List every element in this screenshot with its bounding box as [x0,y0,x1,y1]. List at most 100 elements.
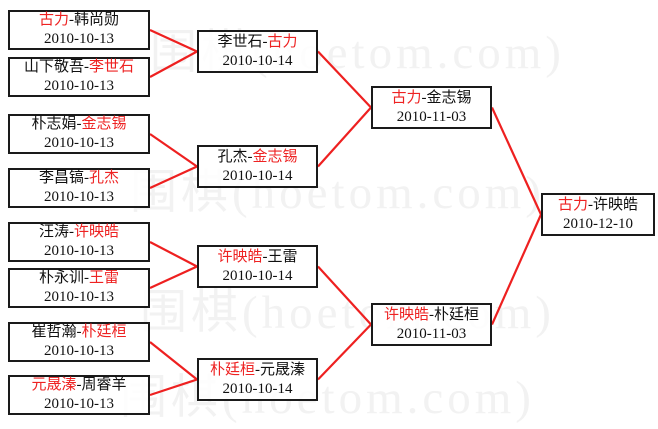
player-winner: 金志锡 [81,116,127,132]
player-separator: - [69,12,74,28]
match-players: 朴永训-王雷 [39,269,119,288]
watermark-line: 围棋(hoetom.com) [120,372,535,424]
player-loser: 崔哲瀚 [31,324,77,340]
match-box-sf1[interactable]: 古力-金志锡 2010-11-03 [371,86,492,129]
player-separator: - [76,116,82,132]
player-separator: - [429,306,434,323]
match-players: 朴志娟-金志锡 [31,115,126,134]
connector-r1m8-to-r2m4 [149,378,198,397]
connector-r2m3-to-sf2 [317,265,372,326]
match-players: 李世石-古力 [217,33,297,52]
connector-r1m4-to-r2m2 [149,165,198,190]
player-loser: 李世石 [217,33,263,50]
match-players: 李昌镐-孔杰 [39,169,119,188]
match-date: 2010-10-14 [222,52,293,69]
connector-r1m5-to-r2m3 [149,241,198,268]
match-date: 2010-10-14 [222,267,293,284]
player-separator: - [76,324,82,340]
connector-sf1-to-f1 [490,107,543,215]
connector-r1m7-to-r2m4 [149,341,198,381]
player-separator: - [69,224,74,240]
match-date: 2010-10-13 [44,78,114,94]
player-separator: - [262,33,268,50]
match-players: 朴廷桓-元晟溱 [210,361,305,380]
match-date: 2010-12-10 [563,215,633,232]
match-players: 元晟溱-周睿羊 [31,376,126,395]
player-loser: 汪涛 [38,224,69,240]
player-winner: 许映皓 [74,224,120,240]
match-date: 2010-10-14 [222,167,293,184]
watermark-line: 围棋(hoetom.com) [140,287,555,339]
player-winner: 古力 [557,196,588,213]
player-loser: 韩尚勋 [74,12,120,28]
match-date: 2010-10-13 [44,31,114,47]
match-players: 古力-韩尚勋 [39,11,119,30]
player-loser: 周睿羊 [81,377,127,393]
match-players: 古力-许映皓 [558,196,638,215]
player-winner: 孔杰 [89,170,120,186]
player-loser: 元晟溱 [260,361,306,378]
player-separator: - [421,89,427,106]
player-winner: 许映皓 [383,306,429,323]
match-date: 2010-10-13 [44,289,114,305]
player-loser: 许映皓 [593,196,639,213]
match-date: 2010-10-13 [44,135,114,151]
match-date: 2010-11-03 [396,325,467,342]
player-separator: - [84,59,89,75]
player-loser: 山下敬吾 [23,59,84,75]
connector-r2m4-to-sf2 [317,323,372,381]
player-winner: 元晟溱 [31,377,77,393]
match-date: 2010-10-13 [44,189,114,205]
player-separator: - [84,170,89,186]
match-players: 崔哲瀚-朴廷桓 [31,323,126,342]
player-winner: 李世石 [89,59,135,75]
connector-r2m2-to-sf1 [317,106,372,168]
match-players: 山下敬吾-李世石 [24,58,134,77]
player-loser: 金志锡 [426,89,472,106]
match-date: 2010-10-14 [222,380,293,397]
player-separator: - [255,361,260,378]
connector-r1m3-to-r2m2 [149,133,198,168]
player-separator: - [76,377,82,393]
player-loser: 朴永训 [38,270,84,286]
player-winner: 朴廷桓 [81,324,127,340]
match-players: 许映皓-王雷 [217,248,297,267]
connector-r2m1-to-sf1 [317,50,372,109]
player-winner: 许映皓 [217,248,263,265]
match-date: 2010-10-13 [44,396,114,412]
player-winner: 朴廷桓 [209,361,255,378]
player-separator: - [247,148,253,165]
player-loser: 朴廷桓 [434,306,480,323]
connector-r1m1-to-r2m1 [149,28,198,53]
player-winner: 古力 [391,89,422,106]
connector-r1m6-to-r2m3 [149,265,198,290]
player-winner: 古力 [267,33,298,50]
player-separator: - [84,270,89,286]
player-separator: - [262,248,268,265]
match-players: 汪涛-许映皓 [39,223,119,242]
player-winner: 古力 [38,12,69,28]
match-players: 孔杰-金志锡 [217,148,297,167]
match-box-sf2[interactable]: 许映皓-朴廷桓 2010-11-03 [371,303,492,346]
connector-r1m2-to-r2m1 [149,50,198,78]
match-date: 2010-11-03 [396,108,467,125]
watermark-line: 围棋(hoetom.com) [130,167,545,219]
connector-sf2-to-f1 [490,214,543,325]
player-loser: 李昌镐 [38,170,84,186]
player-loser: 王雷 [267,248,298,265]
player-winner: 金志锡 [252,148,298,165]
